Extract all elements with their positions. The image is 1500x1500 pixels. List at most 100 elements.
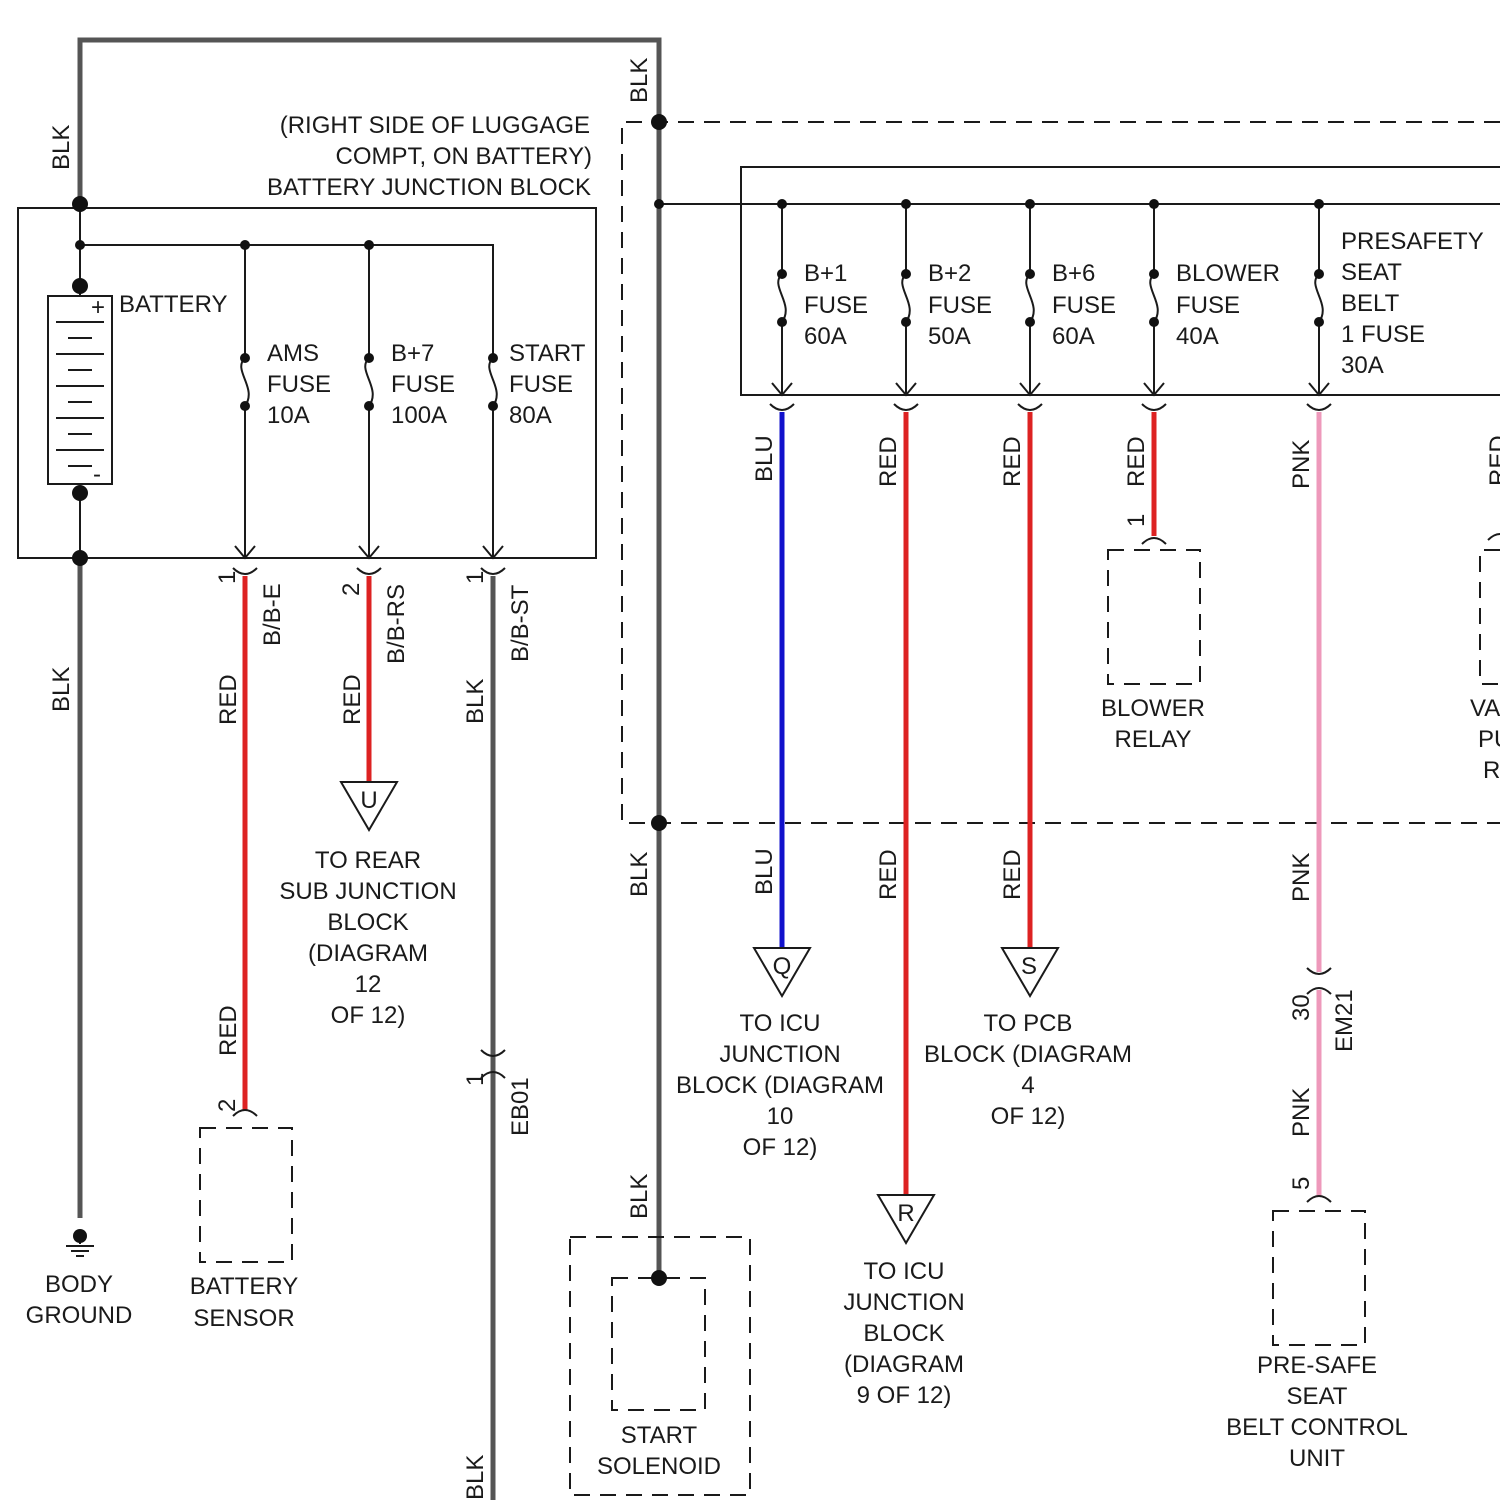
- svg-text:BLK: BLK: [626, 1174, 653, 1219]
- fuse-blower-icon: [1150, 204, 1158, 395]
- svg-text:RED: RED: [999, 849, 1026, 900]
- svg-text:2: 2: [338, 583, 365, 596]
- svg-text:9 OF 12): 9 OF 12): [857, 1382, 952, 1409]
- fuse-blower-label: BLOWER FUSE 40A: [1176, 260, 1280, 350]
- svg-text:FUSE: FUSE: [391, 371, 455, 398]
- fuse-b2-icon: [902, 204, 910, 395]
- svg-text:RED: RED: [339, 674, 366, 725]
- svg-text:PRESAFETY: PRESAFETY: [1341, 228, 1484, 255]
- blower-relay-pin: [1142, 538, 1166, 544]
- presafe-unit-box: [1273, 1211, 1365, 1345]
- right-connector-labels: 1 30 EM21 5: [1123, 514, 1358, 1190]
- svg-text:4: 4: [1021, 1072, 1034, 1099]
- presafe-unit-pin: [1307, 1196, 1331, 1202]
- svg-text:SEAT: SEAT: [1341, 259, 1402, 286]
- battery-sensor-box: [200, 1128, 292, 1262]
- svg-text:40A: 40A: [1176, 323, 1219, 350]
- to-icu-q-label: TO ICU JUNCTION BLOCK (DIAGRAM 10 OF 12): [676, 1010, 884, 1161]
- svg-text:BLK: BLK: [626, 852, 653, 897]
- svg-text:OF 12): OF 12): [331, 1002, 406, 1029]
- svg-text:AMS: AMS: [267, 340, 319, 367]
- right-wire-labels: BLU RED RED RED PNK RED BLU RED RED PNK …: [751, 435, 1500, 1137]
- fuse-presafety-icon: [1315, 204, 1323, 395]
- battery-icon: [48, 296, 112, 484]
- svg-text:TO ICU: TO ICU: [740, 1010, 821, 1037]
- fuse-ams-icon: [241, 358, 249, 558]
- fuse-b7-label: B+7 FUSE 100A: [391, 340, 455, 429]
- svg-text:START: START: [621, 1422, 698, 1449]
- svg-text:BELT: BELT: [1341, 290, 1400, 317]
- connector-u-letter: U: [360, 787, 377, 814]
- svg-text:BLOCK: BLOCK: [863, 1320, 944, 1347]
- svg-text:UNIT: UNIT: [1289, 1445, 1345, 1472]
- cutoff-va-label: VA PU R: [1470, 695, 1500, 784]
- svg-text:10A: 10A: [267, 402, 310, 429]
- fuse-start-label: START FUSE 80A: [509, 340, 586, 429]
- fuse-ams-label: AMS FUSE 10A: [267, 340, 331, 429]
- svg-text:60A: 60A: [1052, 323, 1095, 350]
- svg-text:OF 12): OF 12): [743, 1134, 818, 1161]
- svg-text:RED: RED: [875, 436, 902, 487]
- fuse-b1-label: B+1 FUSE 60A: [804, 260, 868, 350]
- svg-text:SEAT: SEAT: [1287, 1383, 1348, 1410]
- svg-text:PNK: PNK: [1288, 440, 1315, 489]
- to-rear-sub-junction-label: TO REAR SUB JUNCTION BLOCK (DIAGRAM 12 O…: [279, 847, 456, 1029]
- fuse-b6-label: B+6 FUSE 60A: [1052, 260, 1116, 350]
- start-solenoid-label: START SOLENOID: [597, 1422, 721, 1480]
- svg-text:FUSE: FUSE: [509, 371, 573, 398]
- svg-text:START: START: [509, 340, 586, 367]
- svg-text:RED: RED: [1123, 436, 1150, 487]
- svg-text:30A: 30A: [1341, 352, 1384, 379]
- connector-s-letter: S: [1021, 953, 1037, 980]
- svg-text:1: 1: [462, 1073, 489, 1086]
- svg-text:R: R: [1483, 757, 1500, 784]
- svg-text:10: 10: [767, 1103, 794, 1130]
- svg-text:RED: RED: [215, 1005, 242, 1056]
- svg-text:(DIAGRAM: (DIAGRAM: [308, 940, 428, 967]
- svg-text:SENSOR: SENSOR: [193, 1305, 294, 1332]
- svg-text:60A: 60A: [804, 323, 847, 350]
- svg-text:PNK: PNK: [1288, 1088, 1315, 1137]
- start-solenoid-inner-box: [612, 1278, 705, 1410]
- svg-text:2: 2: [214, 1099, 241, 1112]
- svg-text:(DIAGRAM: (DIAGRAM: [844, 1351, 964, 1378]
- svg-text:SUB JUNCTION: SUB JUNCTION: [279, 878, 456, 905]
- svg-text:BATTERY: BATTERY: [190, 1273, 298, 1300]
- svg-text:JUNCTION: JUNCTION: [719, 1041, 840, 1068]
- svg-text:50A: 50A: [928, 323, 971, 350]
- svg-text:EM21: EM21: [1331, 989, 1358, 1052]
- svg-text:BLK: BLK: [48, 667, 75, 712]
- jb-name: BATTERY JUNCTION BLOCK: [267, 174, 591, 201]
- connector-q-letter: Q: [773, 953, 792, 980]
- to-pcb-label: TO PCB BLOCK (DIAGRAM 4 OF 12): [924, 1010, 1132, 1130]
- battery-plus-sign: +: [91, 294, 105, 321]
- svg-text:100A: 100A: [391, 402, 447, 429]
- svg-text:80A: 80A: [509, 402, 552, 429]
- svg-text:BLK: BLK: [48, 125, 75, 170]
- blower-relay-label: BLOWER RELAY: [1101, 695, 1205, 753]
- fuse-start-icon: [489, 358, 497, 558]
- svg-text:GROUND: GROUND: [26, 1302, 133, 1329]
- svg-text:JUNCTION: JUNCTION: [843, 1289, 964, 1316]
- svg-text:1: 1: [214, 571, 241, 584]
- svg-text:EB01: EB01: [507, 1077, 534, 1136]
- svg-text:RED: RED: [215, 674, 242, 725]
- battery-minus-sign: -: [93, 461, 101, 488]
- fuse-b7-icon: [365, 358, 373, 558]
- svg-text:B/B-RS: B/B-RS: [383, 584, 410, 664]
- svg-text:PNK: PNK: [1288, 853, 1315, 902]
- svg-text:PU: PU: [1478, 726, 1500, 753]
- svg-text:RED: RED: [875, 849, 902, 900]
- svg-text:FUSE: FUSE: [1052, 292, 1116, 319]
- blower-relay-box: [1108, 550, 1200, 684]
- svg-text:RELAY: RELAY: [1115, 726, 1192, 753]
- svg-text:BLU: BLU: [751, 848, 778, 895]
- svg-text:B/B-E: B/B-E: [259, 583, 286, 646]
- svg-text:B/B-ST: B/B-ST: [507, 584, 534, 662]
- svg-text:RED: RED: [1485, 435, 1500, 486]
- svg-text:1 FUSE: 1 FUSE: [1341, 321, 1425, 348]
- battery-sensor-label: BATTERY SENSOR: [190, 1273, 298, 1332]
- svg-text:FUSE: FUSE: [928, 292, 992, 319]
- svg-text:BLK: BLK: [462, 679, 489, 724]
